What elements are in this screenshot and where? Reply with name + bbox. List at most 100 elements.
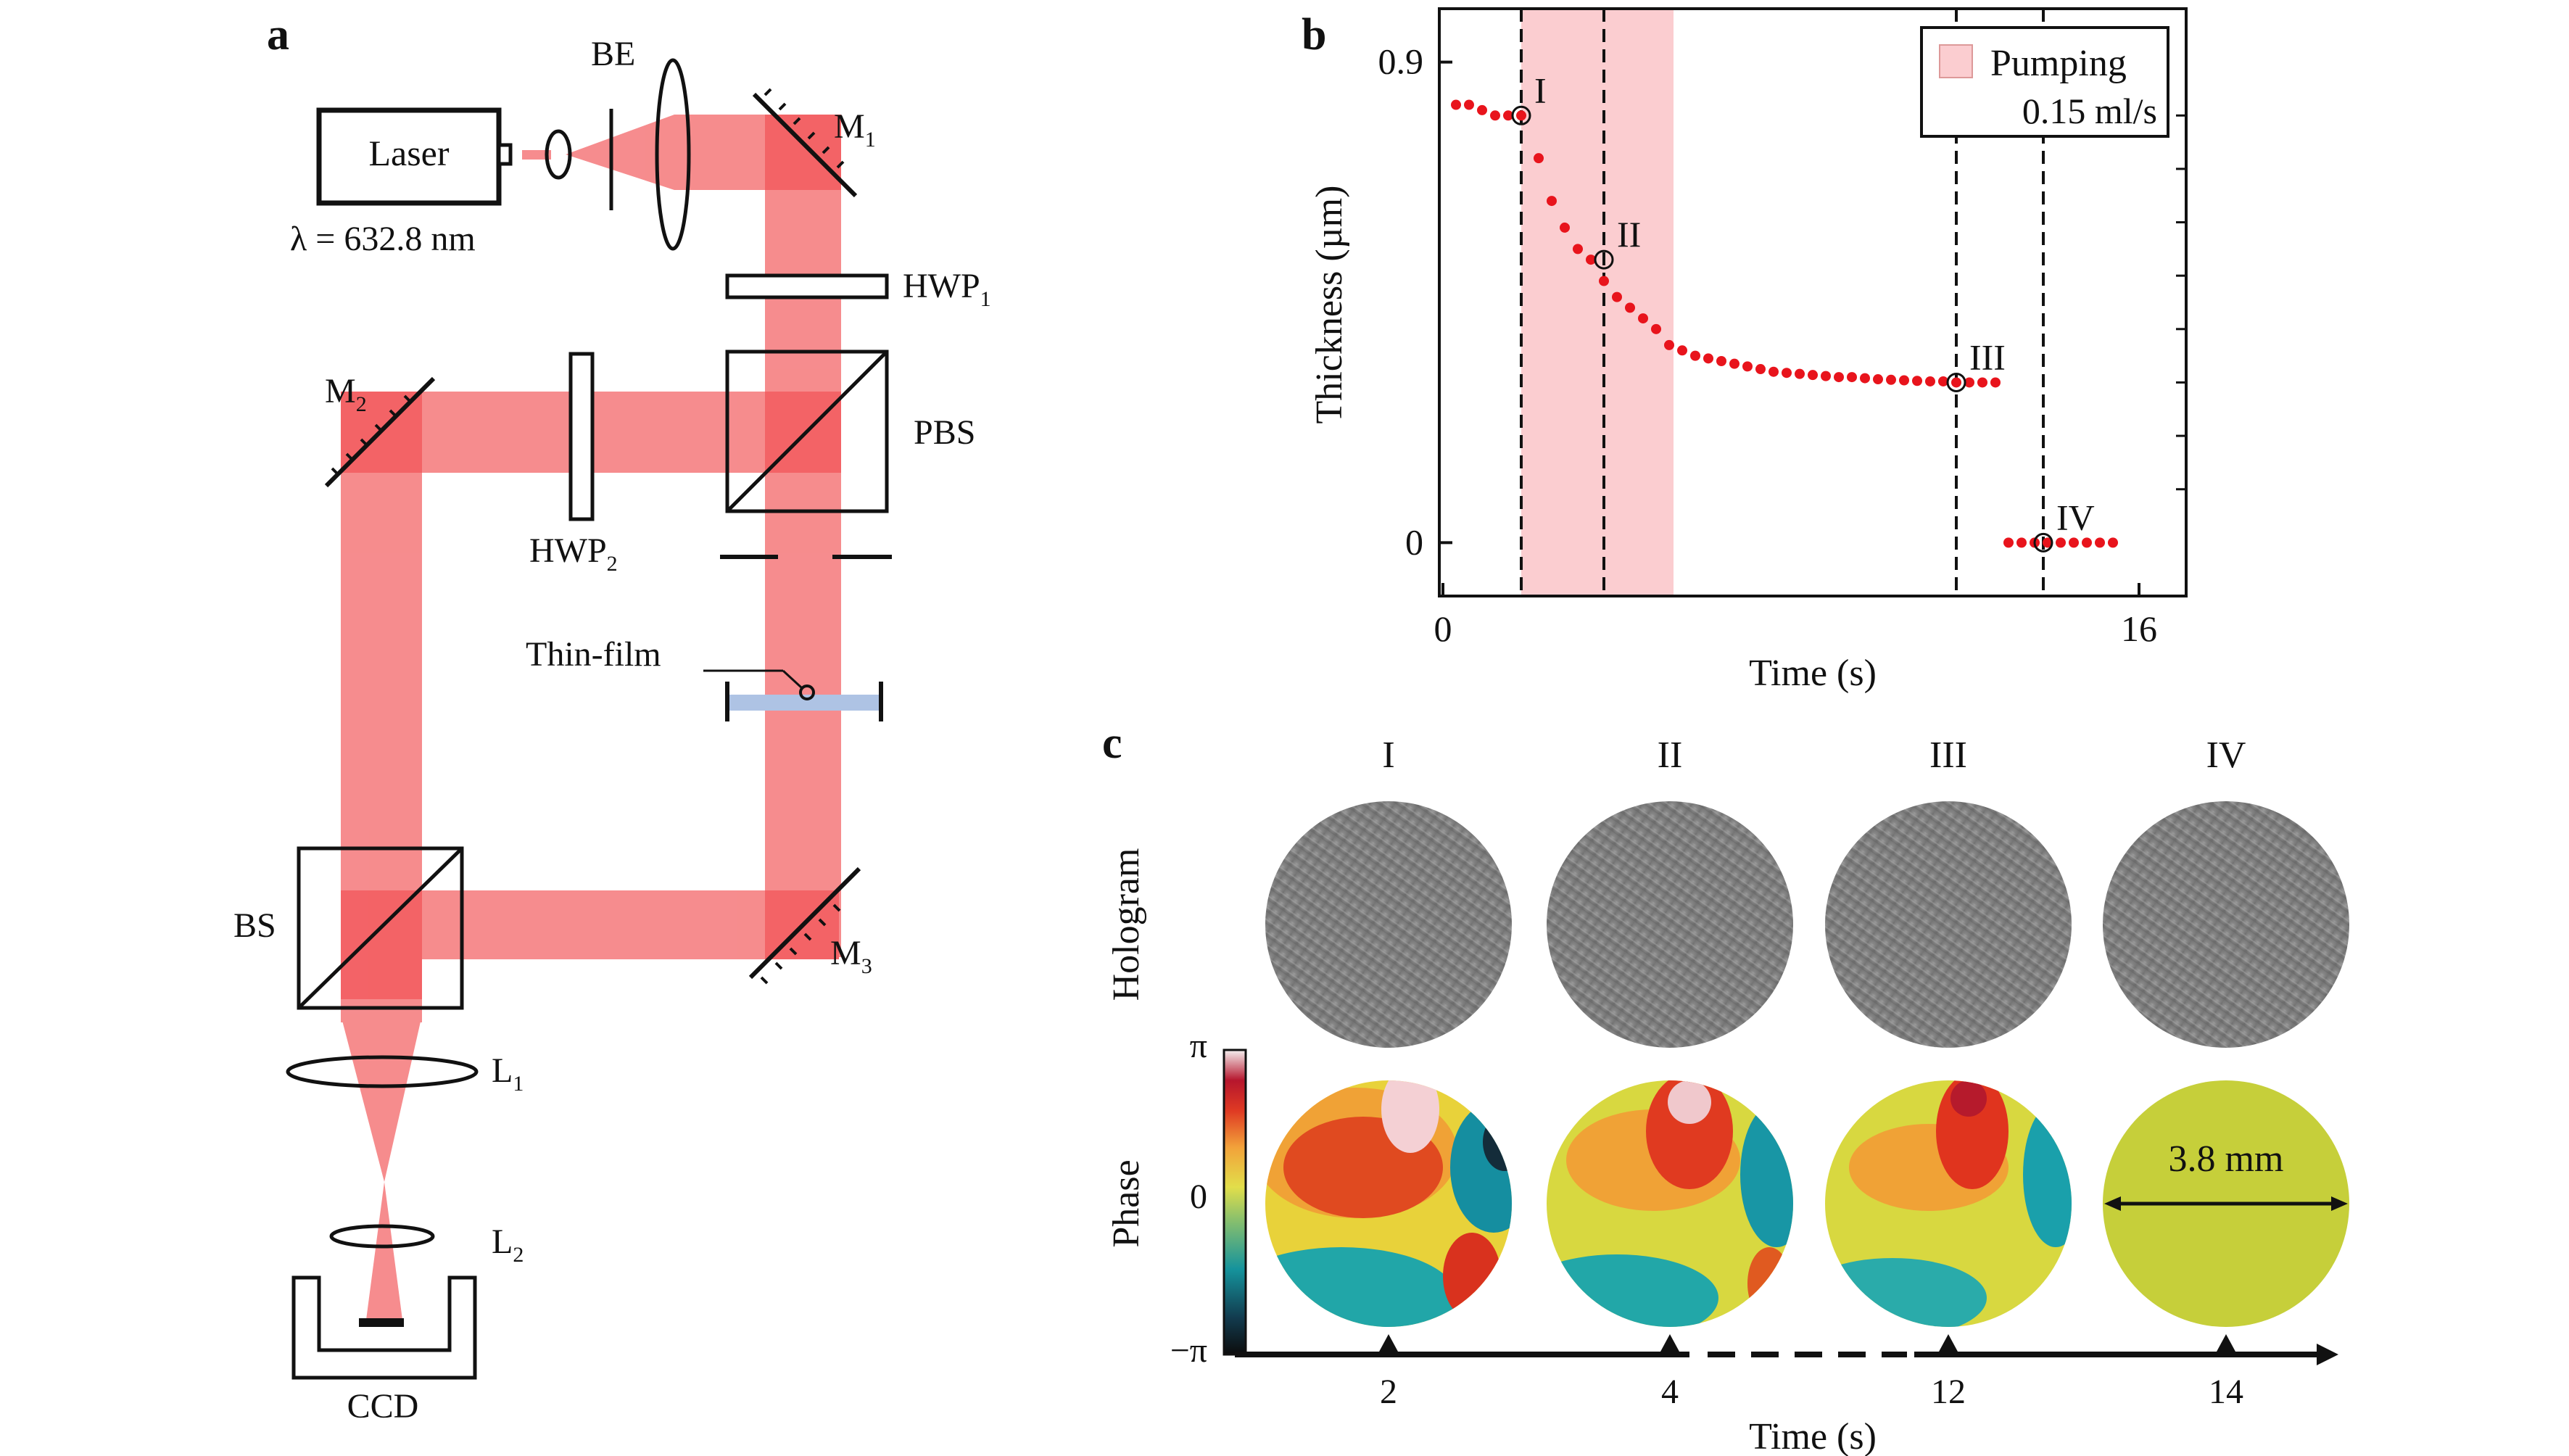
data-point	[1912, 376, 1922, 386]
pumping-band	[1521, 9, 1674, 596]
panel-c-holograms-phase: c I II III IV Hologram Phase	[1102, 719, 2349, 1456]
hwp1-label: HWP1	[903, 267, 991, 311]
panel-a-setup-diagram: a Laser λ = 632.8 nm BE	[233, 10, 991, 1426]
annotation-label-1: I	[1534, 70, 1547, 110]
panel-a-letter: a	[267, 10, 289, 59]
data-point	[2069, 537, 2079, 548]
x-axis-ticks: 0 16	[1434, 583, 2157, 649]
data-point	[1464, 99, 1474, 110]
ccd-housing	[291, 1275, 477, 1380]
hwp1-plate	[725, 273, 889, 299]
panel-b-letter: b	[1302, 10, 1326, 59]
hologram-2	[1547, 801, 1793, 1048]
time-marker-3	[1939, 1334, 1958, 1352]
data-point	[2043, 537, 2053, 548]
laser-box	[316, 107, 502, 206]
data-point	[1873, 374, 1883, 385]
colorbar-tick-top: π	[1190, 1027, 1207, 1065]
pbs-label: PBS	[914, 413, 975, 452]
data-point	[1925, 376, 1935, 386]
data-point	[1742, 361, 1753, 372]
data-point	[1599, 276, 1609, 286]
data-point	[1716, 356, 1726, 366]
phase-map-2	[1547, 1080, 1793, 1327]
m3-label: M3	[830, 934, 872, 978]
colorbar-tick-mid: 0	[1190, 1178, 1207, 1216]
time-tick-1: 2	[1380, 1373, 1397, 1411]
data-point	[1612, 291, 1622, 302]
data-point	[1977, 377, 1987, 388]
m2-label: M2	[325, 372, 367, 416]
data-point	[1638, 313, 1648, 324]
time-marker-2	[1660, 1334, 1679, 1352]
data-point	[2095, 537, 2105, 548]
legend: Pumping 0.15 ml/s	[1920, 26, 2169, 138]
laser-label: Laser	[368, 133, 449, 173]
data-point	[2056, 537, 2066, 548]
scale-arrow-right	[2331, 1196, 2348, 1211]
data-point	[2003, 537, 2014, 548]
scale-arrow-left	[2104, 1196, 2121, 1211]
scale-label: 3.8 mm	[2169, 1138, 2284, 1180]
plot-frame	[1438, 7, 2188, 597]
be-small-lens	[545, 129, 572, 180]
annotation-marker-1	[1511, 105, 1531, 125]
thin-film-label: Thin-film	[526, 635, 661, 674]
data-point	[1625, 302, 1635, 313]
beam-m1-down	[765, 115, 841, 957]
wavelength-label: λ = 632.8 nm	[290, 220, 476, 258]
time-tick-3: 12	[1931, 1373, 1966, 1411]
data-point	[1938, 376, 1948, 386]
data-point	[1477, 104, 1487, 115]
data-point	[1755, 364, 1766, 375]
time-axis-label: Time (s)	[1749, 1416, 1877, 1456]
hwp2-label: HWP2	[529, 531, 618, 576]
column-label-1: I	[1382, 735, 1394, 776]
x-tick-label-0: 0	[1434, 608, 1452, 649]
overlap-bs	[341, 890, 422, 999]
data-point	[1560, 222, 1570, 233]
annotation-marker-4	[2033, 532, 2053, 553]
data-point	[1503, 110, 1513, 121]
pbs-cube	[725, 349, 889, 513]
data-point	[1516, 110, 1526, 121]
y-tick-label-1: 0.9	[1378, 41, 1424, 82]
hologram-4	[2103, 801, 2349, 1048]
y-axis-ticks: 00.9	[1378, 41, 2186, 562]
data-point	[2108, 537, 2118, 548]
column-label-4: IV	[2206, 735, 2246, 776]
x-axis-label: Time (s)	[1749, 653, 1877, 694]
mirror-m1	[752, 88, 858, 198]
row-label-phase: Phase	[1106, 1159, 1147, 1247]
beam-l1-l2-cone	[341, 1015, 422, 1182]
time-tick-2: 4	[1661, 1373, 1679, 1411]
colorbar	[1223, 1048, 1247, 1356]
time-marker-4	[2217, 1334, 2235, 1352]
x-tick-label-1: 16	[2121, 608, 2157, 649]
time-marker-1	[1379, 1334, 1398, 1352]
data-point	[1834, 372, 1844, 383]
data-point	[1664, 339, 1674, 350]
lens-l1	[286, 1055, 479, 1088]
beam-from-laser	[522, 150, 551, 160]
annotation-label-2: II	[1617, 214, 1641, 255]
data-point	[1703, 353, 1713, 364]
data-point	[1534, 153, 1544, 164]
data-point	[2082, 537, 2092, 548]
data-point	[1951, 377, 1961, 388]
hologram-1	[1265, 801, 1512, 1048]
panel-c-letter: c	[1102, 719, 1122, 768]
hwp2-plate	[568, 352, 595, 521]
overlap-m1	[765, 115, 841, 190]
l2-label: L2	[492, 1223, 524, 1267]
data-point	[1490, 110, 1500, 121]
time-tick-4: 14	[2209, 1373, 2243, 1411]
data-point	[1886, 374, 1896, 385]
legend-swatch	[1939, 44, 1973, 78]
l1-label: L1	[492, 1051, 524, 1096]
data-point	[1573, 244, 1583, 255]
annotation-label-3: III	[1969, 336, 2006, 377]
time-axis-arrow	[2317, 1344, 2338, 1365]
ccd-sensor	[359, 1318, 404, 1327]
